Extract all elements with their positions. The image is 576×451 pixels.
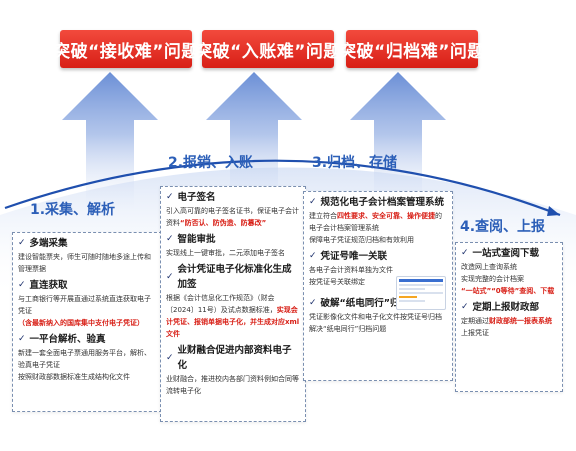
section-body: 凭证影像化文件和电子化文件按凭证号归档	[309, 313, 442, 321]
section-body: 定期通过财政部统一报表系统上报凭证	[461, 317, 552, 337]
section-title: ✓智能审批	[166, 234, 216, 245]
section-title: ✓电子签名	[166, 192, 216, 203]
section-body: 解决“纸电同行”归档问题	[309, 325, 387, 333]
section-body: 建立符合四性要求、安全可靠、操作便捷的电子会计档案管理系统	[309, 212, 442, 232]
section-body: 实现线上一键审批，二元添加电子签名	[166, 249, 285, 257]
section-body: 根据《会计信息化工作规范》（财会〔2024〕11号）及试点数据标准，实现会计凭证…	[166, 294, 300, 338]
check-icon: ✓	[18, 280, 26, 290]
section-title: ✓破解“纸电同行”归档问题	[309, 298, 429, 309]
stage-label-archive: 3.归档、存储	[312, 155, 398, 171]
stage-label-collect: 1.采集、解析	[30, 202, 116, 218]
stage-label-query: 4.查阅、上报	[460, 219, 546, 235]
section-body: 实现完整的会计档案	[461, 275, 524, 283]
section-title: ✓一站式查阅下载	[461, 248, 540, 259]
check-icon: ✓	[309, 251, 317, 261]
section-body: 按凭证号关联绑定	[309, 278, 365, 286]
check-icon: ✓	[166, 192, 174, 202]
arc-arrowhead-icon	[547, 206, 560, 216]
check-icon: ✓	[461, 302, 469, 312]
section-body: 保障电子凭证规范归档和有效利用	[309, 236, 414, 244]
section-body: 改造网上查询系统	[461, 263, 517, 271]
section-title: ✓会计凭证电子化标准化生成加签	[166, 264, 292, 290]
section-body: 新建一套全面电子票通用服务平台，解析、验真电子凭证	[18, 349, 151, 369]
section-title: ✓多端采集	[18, 238, 68, 249]
banner-booking-problem: 突破“入账难”问题	[195, 30, 340, 68]
section-body: 引入高可靠的电子签名证书，保证电子会计资料“防否认、防伪造、防篡改”	[166, 207, 299, 227]
check-icon: ✓	[18, 238, 26, 248]
check-icon: ✓	[166, 234, 174, 244]
section-body: 与工商银行等开展直通过系统直连获取电子凭证（含最新纳入的国库集中支付电子凭证）	[18, 295, 151, 327]
section-body: 建设智能票夹，师生可随时随地多途上传和管理票据	[18, 253, 151, 273]
card-reimburse-book: ✓电子签名 引入高可靠的电子签名证书，保证电子会计资料“防否认、防伪造、防篡改”…	[160, 186, 306, 422]
stage-label-reimburse: 2.报销、入账	[168, 155, 254, 171]
check-icon: ✓	[18, 334, 26, 344]
card-query-report: ✓一站式查阅下载 改造网上查询系统 实现完整的会计档案 “一站式”“0等待”查阅…	[455, 242, 563, 392]
section-body: 各电子会计资料单独为文件	[309, 266, 393, 274]
section-title: ✓业财融合促进内部资料电子化	[166, 345, 292, 371]
check-icon: ✓	[166, 271, 174, 282]
check-icon: ✓	[309, 298, 317, 308]
card-collect-parse: ✓多端采集 建设智能票夹，师生可随时随地多途上传和管理票据 ✓直连获取 与工商银…	[12, 232, 162, 412]
big-up-arrow-1	[62, 72, 158, 210]
check-icon: ✓	[461, 248, 469, 258]
section-body: 按照财政部数据标准生成结构化文件	[18, 373, 130, 381]
archive-system-screenshot	[396, 276, 446, 310]
section-title: ✓一平台解析、验真	[18, 334, 106, 345]
section-title: ✓规范化电子会计档案管理系统	[309, 197, 445, 208]
section-body: 业财融合，推进校内各部门资料例如合同等流转电子化	[166, 375, 299, 395]
banner-archive-problem: 突破“归档难”问题	[339, 30, 484, 68]
progress-arc	[4, 159, 561, 217]
card-archive-store: ✓规范化电子会计档案管理系统 建立符合四性要求、安全可靠、操作便捷的电子会计档案…	[303, 191, 453, 381]
banner-receive-problem: 突破“接收难”问题	[53, 30, 198, 68]
section-title: ✓定期上报财政部	[461, 302, 540, 313]
check-icon: ✓	[309, 197, 317, 207]
section-title: ✓直连获取	[18, 280, 68, 291]
check-icon: ✓	[166, 352, 174, 363]
section-title: ✓凭证号唯一关联	[309, 251, 388, 262]
section-body: “一站式”“0等待”查阅、下载	[461, 287, 555, 295]
